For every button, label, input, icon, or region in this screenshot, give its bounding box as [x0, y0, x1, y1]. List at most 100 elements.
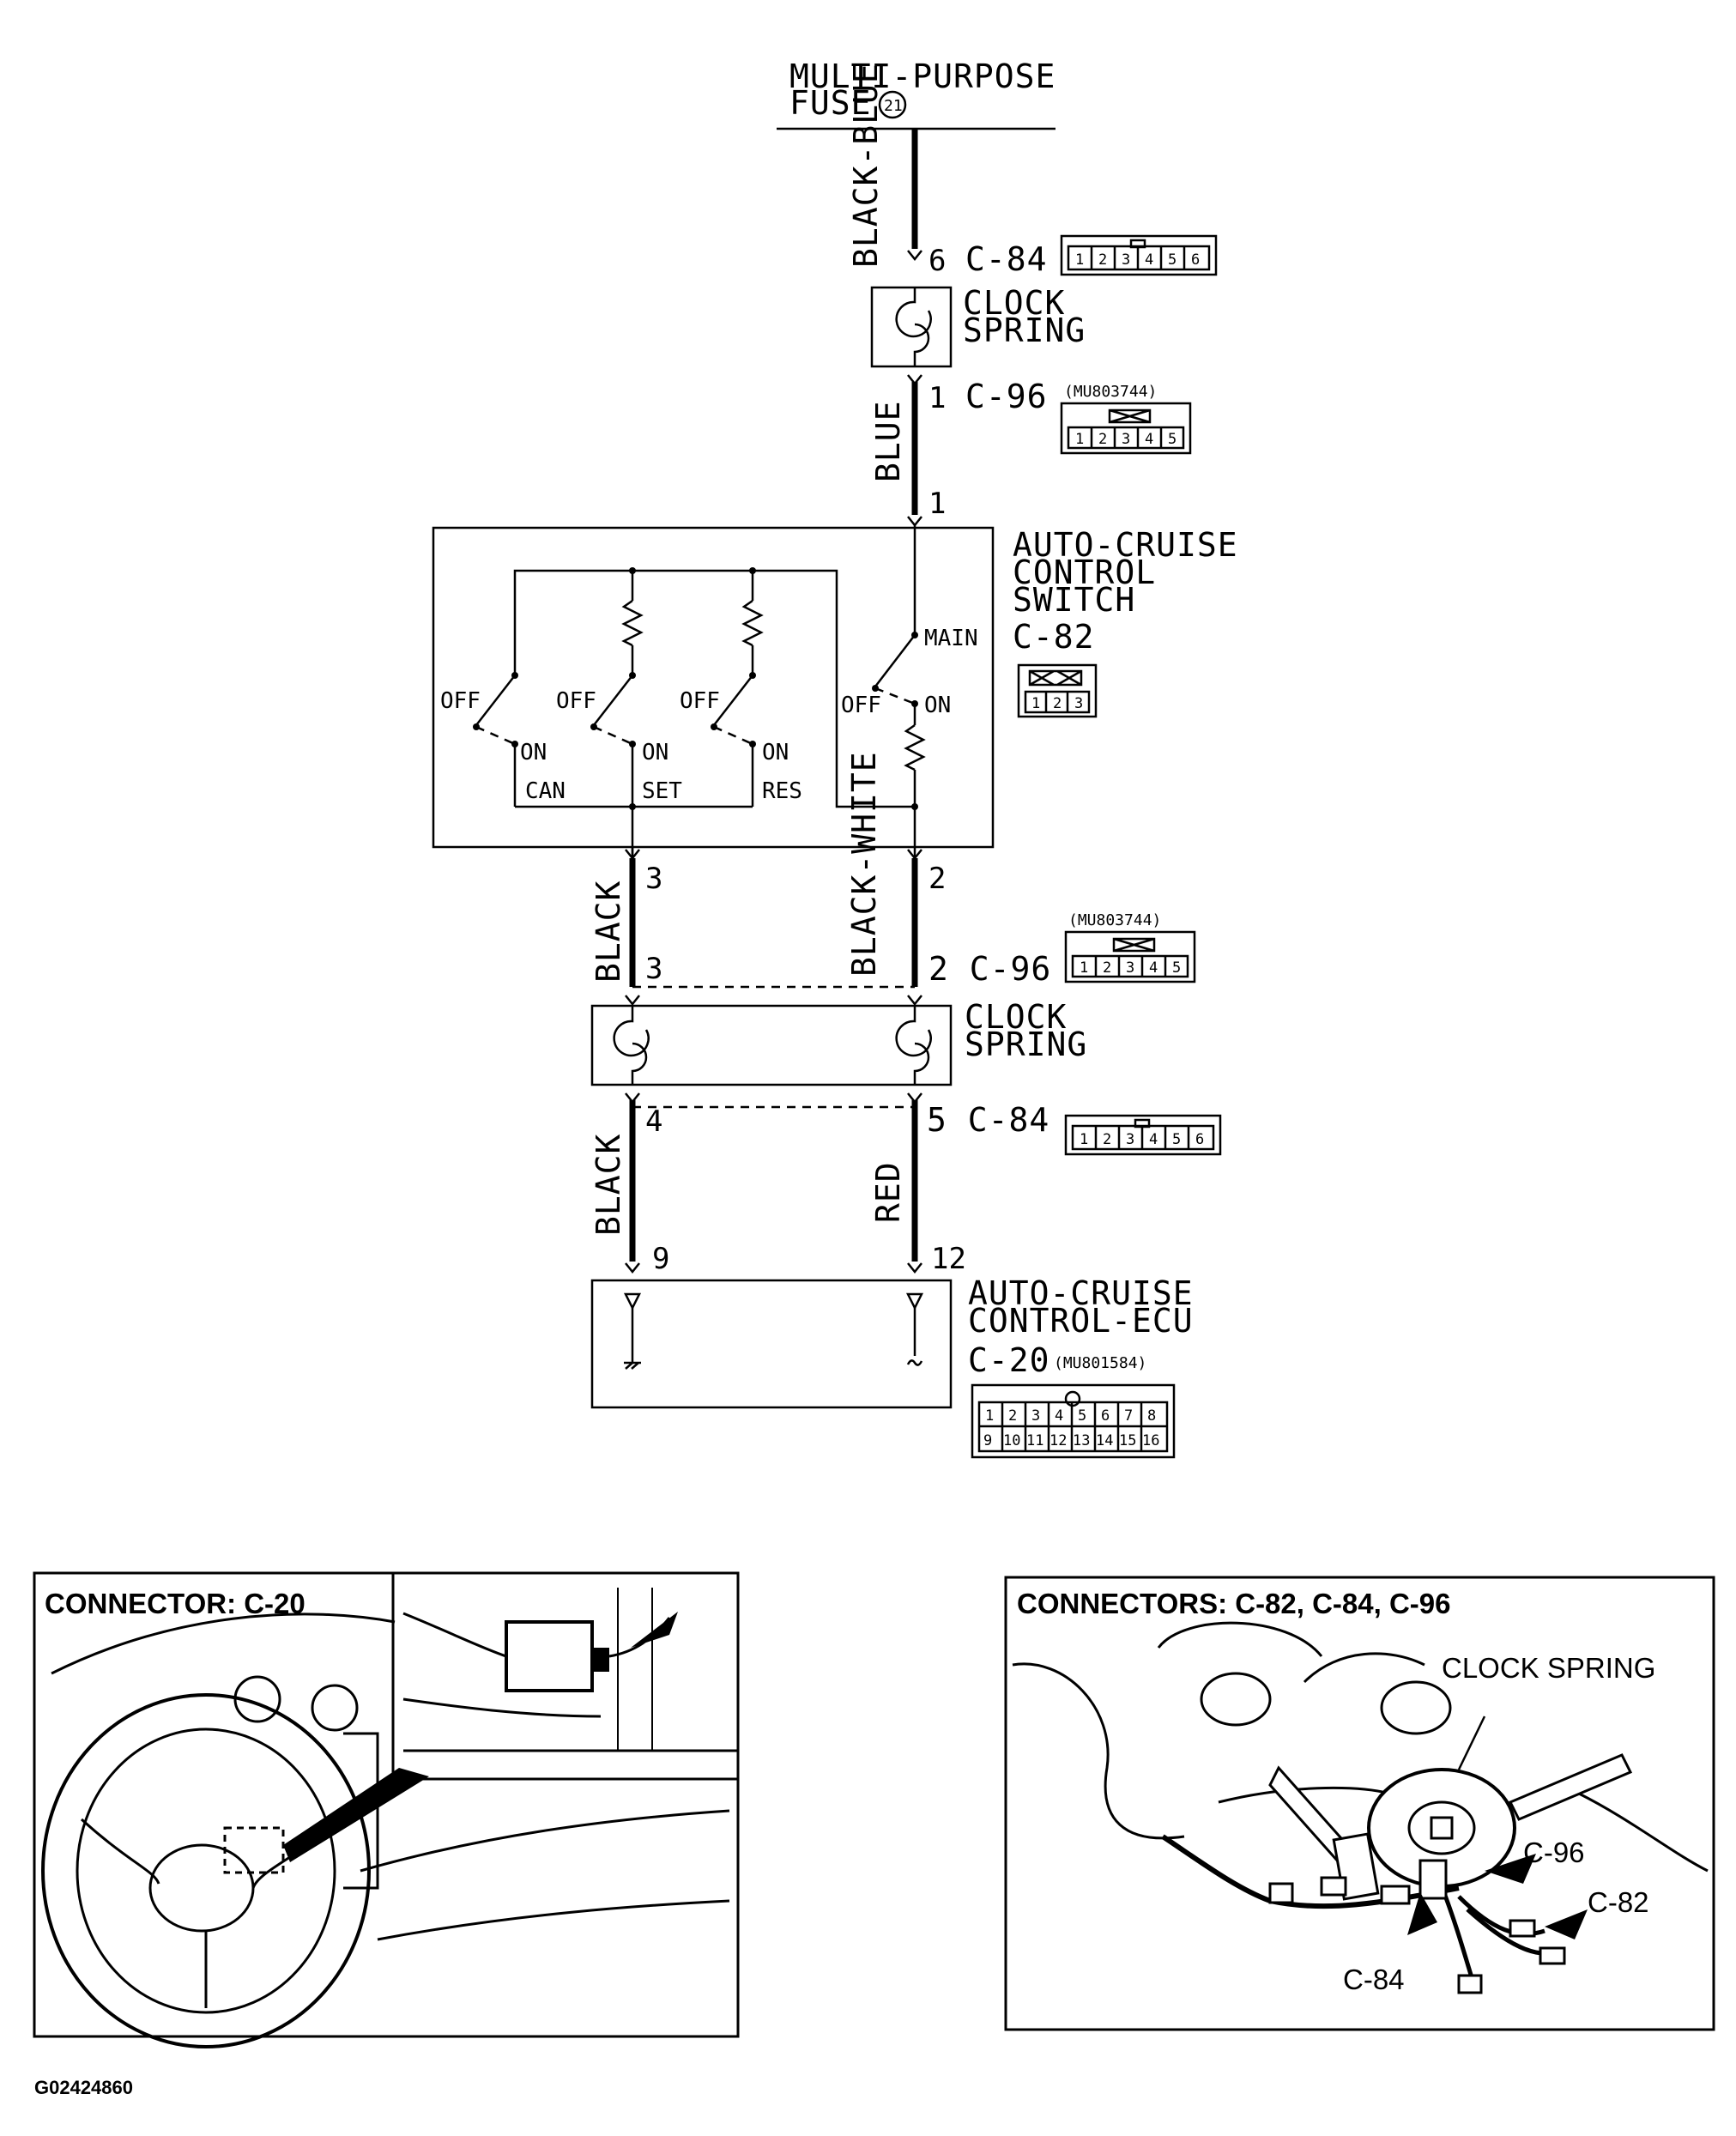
ecu-label-line1: AUTO-CRUISE	[968, 1274, 1194, 1312]
switch-internal-circuit	[473, 525, 926, 858]
c84-top-name: C-84	[965, 240, 1048, 278]
c20-cell-1: 1	[985, 1407, 994, 1425]
connectors-right-title: CONNECTORS: C-82, C-84, C-96	[1017, 1588, 1451, 1619]
c84-top-connector-face: 1 2 3 4 5 6	[1060, 234, 1218, 276]
c96-mid-cell-5: 5	[1172, 959, 1181, 977]
fuse-label-line1: MULTI-PURPOSE	[789, 57, 1056, 95]
clock-spring-top-coil	[895, 287, 932, 338]
clock-spring-mid-coil-right	[895, 1006, 932, 1057]
c84-top-cell-4: 4	[1145, 251, 1153, 269]
switch-label-can-off: OFF	[440, 688, 481, 714]
switch-label-set-off: OFF	[556, 688, 596, 714]
c20-cell-12: 12	[1049, 1432, 1067, 1449]
c96-top-cell-3: 3	[1122, 431, 1130, 448]
c84-top-cell-5: 5	[1168, 251, 1176, 269]
switch-label-main: MAIN	[924, 626, 978, 651]
switch-label-res-off: OFF	[680, 688, 720, 714]
clock-spring-mid-line1: CLOCK	[965, 998, 1067, 1036]
switch-label-line1: AUTO-CRUISE	[1013, 526, 1238, 564]
c20-part: (MU801584)	[1054, 1354, 1146, 1372]
c20-cell-9: 9	[983, 1432, 992, 1449]
c96-mid-connector-face: 1 2 3 4 5	[1064, 930, 1196, 983]
c20-cell-7: 7	[1124, 1407, 1133, 1425]
c84-bottom-connector-face: 1 2 3 4 5 6	[1064, 1114, 1222, 1156]
c20-cell-11: 11	[1026, 1432, 1043, 1449]
clock-spring-mid-coil-left	[613, 1006, 650, 1057]
c20-cell-2: 2	[1008, 1407, 1017, 1425]
c96-mid-pin-left: 3	[645, 952, 662, 986]
c84-bottom-pin-left: 4	[645, 1104, 662, 1139]
c96-mid-cell-2: 2	[1103, 959, 1111, 977]
callout-c82: C-82	[1588, 1886, 1649, 1918]
c96-top-cell-1: 1	[1075, 431, 1084, 448]
c84-top-pin: 6	[928, 244, 946, 278]
c96-mid-name: 2 C-96	[928, 950, 1051, 988]
c84-top-cell-2: 2	[1098, 251, 1107, 269]
c96-mid-cell-3: 3	[1126, 959, 1134, 977]
c84-bottom-name: 5 C-84	[927, 1101, 1049, 1139]
fuse-number: 21	[884, 97, 903, 115]
switch-label-set: SET	[642, 778, 682, 804]
c82-cell-2: 2	[1053, 695, 1062, 712]
connector-c20-location-panel	[33, 1571, 740, 2048]
switch-label-main-on: ON	[924, 693, 951, 718]
c84-bottom-cell-3: 3	[1126, 1131, 1134, 1148]
ecu-internal-symbols	[623, 1292, 924, 1370]
c96-top-cell-2: 2	[1098, 431, 1107, 448]
c96-top-pin: 1	[928, 381, 946, 415]
c20-cell-15: 15	[1119, 1432, 1136, 1449]
c20-cell-4: 4	[1055, 1407, 1063, 1425]
c20-cell-13: 13	[1073, 1432, 1090, 1449]
clock-spring-mid-box	[590, 1004, 953, 1086]
switch-label-set-on: ON	[642, 740, 668, 765]
c84-bottom-cell-2: 2	[1103, 1131, 1111, 1148]
switch-label-line2: CONTROL	[1013, 554, 1156, 591]
c84-bottom-cell-6: 6	[1195, 1131, 1204, 1148]
c20-cell-8: 8	[1147, 1407, 1156, 1425]
c20-cell-14: 14	[1096, 1432, 1113, 1449]
connector-c20-title: CONNECTOR: C-20	[45, 1588, 305, 1619]
c96-mid-cell-1: 1	[1080, 959, 1088, 977]
c82-cell-1: 1	[1031, 695, 1040, 712]
wire-label-black-white: BLACK-WHITE	[845, 751, 883, 977]
figure-caption: G02424860	[34, 2077, 133, 2098]
clock-spring-top-box	[870, 286, 953, 368]
wire-label-black-blue: BLACK-BLUE	[847, 63, 885, 268]
callout-c84: C-84	[1343, 1964, 1405, 1995]
c84-bottom-cell-1: 1	[1080, 1131, 1088, 1148]
auto-cruise-ecu-box	[590, 1279, 953, 1409]
c96-mid-cell-4: 4	[1149, 959, 1158, 977]
ecu-label-line2: CONTROL-ECU	[968, 1302, 1194, 1340]
clock-spring-top-line2: SPRING	[963, 312, 1086, 349]
wire-label-red: RED	[869, 1161, 907, 1223]
auto-cruise-switch-box	[432, 526, 995, 849]
connectors-c82-c84-c96-location-panel	[1004, 1576, 1715, 2031]
wire-label-black-left-mid: BLACK	[590, 880, 627, 983]
ecu-pin-12: 12	[931, 1242, 966, 1276]
c96-top-part: (MU803744)	[1064, 383, 1157, 401]
c20-cell-6: 6	[1101, 1407, 1110, 1425]
switch-label-res-on: ON	[762, 740, 789, 765]
clock-spring-mid-line2: SPRING	[965, 1026, 1087, 1063]
c20-connector-face: 1 2 3 4 5 6 7 8 9 10 11 12 13 14 15 16	[971, 1383, 1176, 1459]
c84-top-cell-3: 3	[1122, 251, 1130, 269]
switch-label-can: CAN	[525, 778, 566, 804]
c82-connector-face: 1 2 3	[1017, 663, 1098, 718]
c84-top-terminal-arrow	[907, 250, 922, 262]
c84-bottom-cell-4: 4	[1149, 1131, 1158, 1148]
wire-label-black-bottom: BLACK	[590, 1134, 627, 1236]
switch-label-res: RES	[762, 778, 802, 804]
c96-mid-part: (MU803744)	[1068, 911, 1161, 929]
fuse-number-circle	[878, 90, 907, 119]
switch-pin-2: 2	[928, 862, 946, 896]
c96-top-connector-face: 1 2 3 4 5	[1060, 402, 1192, 455]
c96-top-name: C-96	[965, 378, 1048, 415]
c20-name: C-20	[968, 1341, 1050, 1379]
switch-pin-3: 3	[645, 862, 662, 896]
callout-clock-spring: CLOCK SPRING	[1442, 1652, 1655, 1684]
c82-cell-3: 3	[1074, 695, 1083, 712]
clock-spring-top-line1: CLOCK	[963, 284, 1065, 322]
callout-c96: C-96	[1523, 1836, 1585, 1868]
c84-bottom-cell-5: 5	[1172, 1131, 1181, 1148]
